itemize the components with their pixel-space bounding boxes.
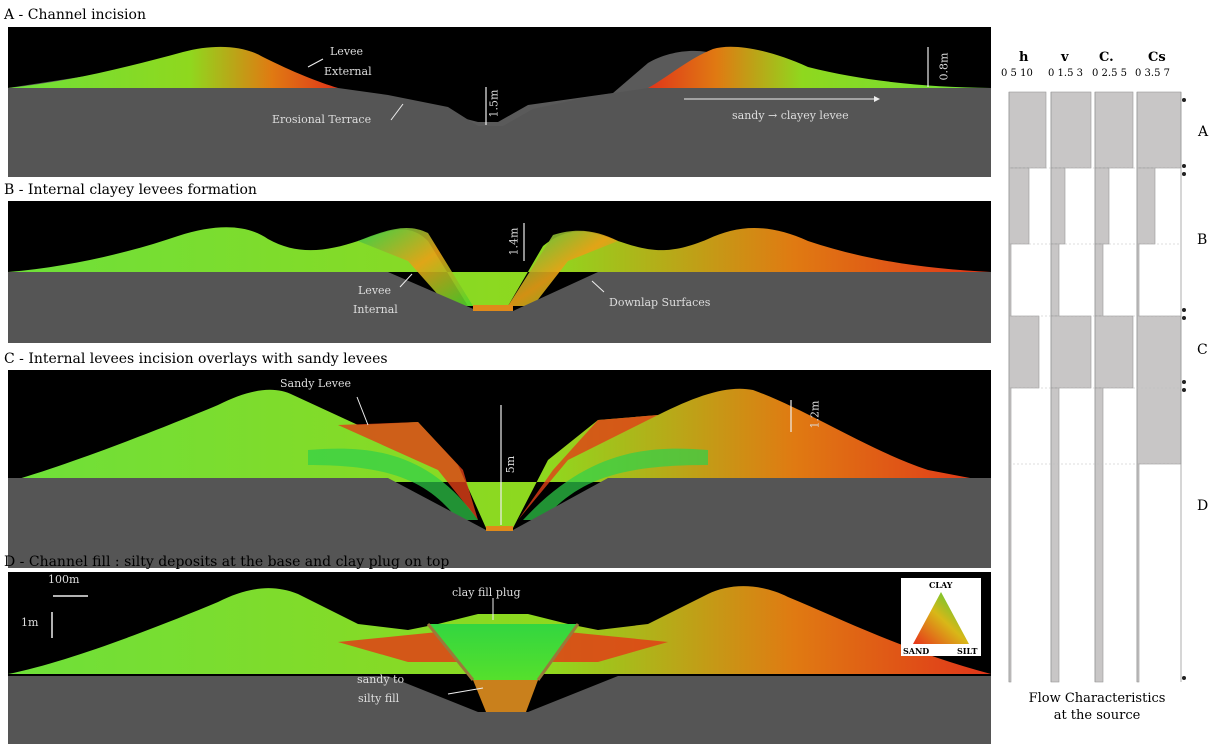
phase-c: C [1197,342,1208,358]
sandy-to-label: sandy to [357,673,405,686]
depth-label-a: 1.5m [487,89,501,118]
ticks-v: 0 1.5 3 [1048,68,1083,79]
height-label-b: 1.4m [507,227,521,256]
height-label-c: 1.2m [808,400,822,429]
panel-a-section [8,46,991,177]
levee-internal-label-1: Levee [358,284,392,297]
depth-label-c: 5m [504,455,518,474]
header-h: h [1019,50,1029,65]
scale-1m-label: 1m [21,616,39,629]
legend-silt: SILT [957,646,978,656]
levee-external-label-1: Levee [330,45,364,58]
ticks-c: 0 2.5 5 [1092,68,1127,79]
ticks-h: 0 5 10 [1001,68,1033,79]
panel-a: Levee External Erosional Terrace 1.5m 0.… [8,27,991,177]
ternary-legend: CLAY SAND SILT [901,578,981,656]
clay-fill-plug-label: clay fill plug [452,586,521,599]
phase-a: A [1198,124,1209,140]
downlap-surfaces-label: Downlap Surfaces [609,296,711,309]
height-label-a: 0.8m [937,52,951,81]
flow-characteristics: h v C. Cs 0 5 10 0 1.5 3 0 2.5 5 0 3.5 7 [995,40,1213,748]
erosional-terrace-label: Erosional Terrace [272,113,372,126]
scale-100m-label: 100m [48,573,80,586]
panel-a-title: A - Channel incision [4,7,146,23]
phase-d: D [1197,498,1209,514]
levee-internal-label-2: Internal [353,303,398,316]
ticks-cs: 0 3.5 7 [1135,68,1170,79]
legend-sand: SAND [903,646,930,656]
panel-b-section [8,223,991,343]
panel-c-section [8,388,991,568]
flow-caption-2: at the source [1053,708,1141,723]
panel-d-section [8,586,991,744]
panel-c-title: C - Internal levees incision overlays wi… [4,351,388,367]
panel-b: Levee Internal Downlap Surfaces 1.4m [8,201,991,343]
sandy-clayey-label: sandy → clayey levee [732,109,849,122]
header-v: v [1061,50,1069,65]
ternary-triangle [913,592,969,644]
header-cs: Cs [1148,50,1166,65]
header-c: C. [1099,50,1114,65]
sandy-levee-label: Sandy Levee [280,377,351,390]
flow-bars [1008,91,1186,683]
silty-fill-label: silty fill [358,692,400,705]
levee-external-label-2: External [324,65,372,78]
panel-d-title: D - Channel fill : silty deposits at the… [4,554,450,570]
flow-caption-1: Flow Characteristics [1028,691,1166,706]
panel-c: Sandy Levee 5m 1.2m [8,370,991,568]
panel-d: 100m 1m clay fill plug sandy to silty fi… [8,572,991,744]
phase-b: B [1197,232,1208,248]
legend-clay: CLAY [929,580,953,590]
panel-b-title: B - Internal clayey levees formation [4,182,257,198]
